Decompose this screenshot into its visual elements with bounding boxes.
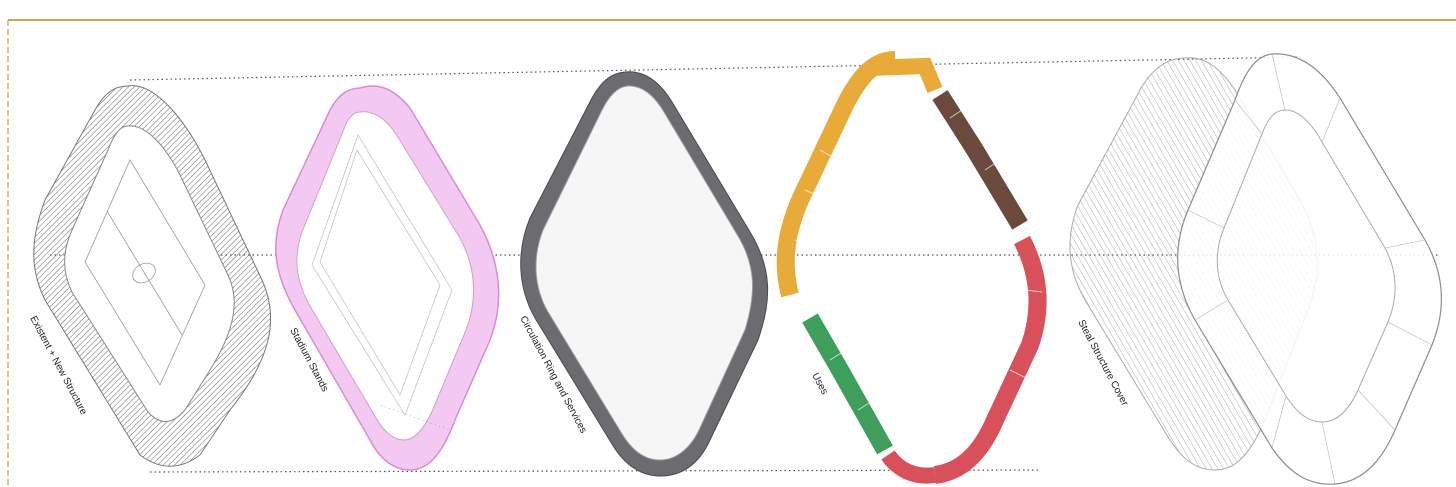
- panel-existent-structure: Existent + New Structure: [27, 85, 272, 467]
- uses-block-dividers: [794, 107, 1043, 411]
- steel-radial-ribs: [1187, 53, 1433, 485]
- stands-inner-shape: [296, 111, 475, 441]
- stands-seating-grid: [311, 134, 453, 431]
- uses-segment-orange-top: [869, 57, 943, 94]
- stands-field-edge: [319, 149, 441, 396]
- football-pitch: [84, 159, 206, 386]
- frame-border: [7, 19, 1456, 487]
- panel-steel-cover: Steal Structure Cover: [1069, 53, 1443, 485]
- stands-tier-line: [311, 134, 453, 416]
- uses-segment-brown: [932, 90, 1028, 230]
- pitch-halfway-line: [106, 210, 183, 336]
- alignment-guides: [50, 56, 1440, 473]
- panel-stadium-stands: Stadium Stands: [275, 85, 500, 471]
- ring-inner-void: [535, 85, 754, 461]
- guide-top: [129, 56, 1301, 81]
- panel-uses: Uses: [776, 51, 1047, 484]
- stands-dense-lines: [379, 404, 451, 431]
- panel-label-uses: Uses: [809, 371, 829, 396]
- panel-circulation-ring: Circulation Ring and Services: [517, 71, 769, 477]
- uses-segment-red-right: [933, 235, 1047, 484]
- pitch-outline: [84, 159, 206, 386]
- uses-segment-red-bottom: [881, 450, 937, 484]
- uses-segment-green: [802, 313, 893, 455]
- existent-inner-bowl: [64, 125, 235, 422]
- uses-segment-orange: [776, 51, 896, 298]
- pitch-center-circle: [132, 262, 156, 284]
